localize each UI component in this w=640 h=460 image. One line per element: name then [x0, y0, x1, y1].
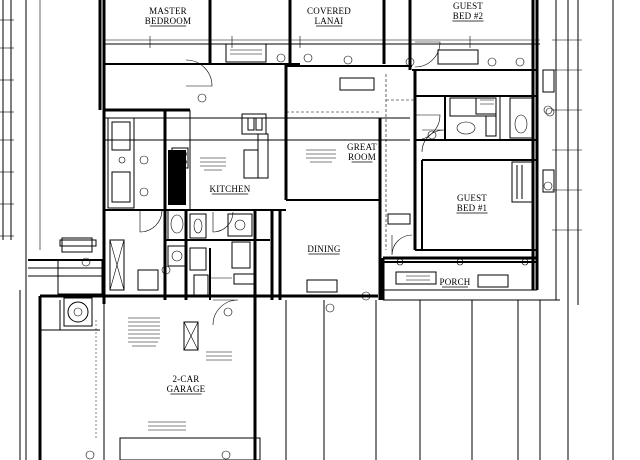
room-label-great-line-1: GREAT [347, 142, 377, 152]
lanai-columns [225, 43, 525, 91]
room-label-master-line-2: BEDROOM [145, 16, 191, 26]
room-label-bed1-line-1: GUEST [457, 193, 487, 203]
fixture-markers [81, 93, 555, 460]
right-dimension-lines [542, 0, 614, 460]
room-label-kitchen-line-1: KITCHEN [210, 184, 251, 194]
site-lines [285, 300, 541, 460]
room-label-lanai-line-2: LANAI [315, 16, 344, 26]
room-label-lanai-line-1: COVERED [307, 6, 351, 16]
water-heater [63, 297, 261, 460]
note-boxes [59, 213, 509, 293]
room-label-garage-line-1: 2-CAR [172, 374, 199, 384]
walls [28, 0, 560, 460]
left-dimension-strip [0, 0, 41, 460]
room-label-bed2-line-1: GUEST [453, 1, 483, 11]
kitchen-fixtures [107, 113, 269, 209]
room-label-dining-line-1: DINING [307, 244, 340, 254]
room-label-bed2-line-2: BED #2 [453, 11, 483, 21]
room-label-great-line-2: ROOM [348, 152, 376, 162]
room-label-bed1-line-2: BED #1 [457, 203, 487, 213]
bath-fixtures [109, 97, 533, 296]
room-label-porch-line-1: PORCH [439, 277, 470, 287]
room-label-garage-line-2: GARAGE [167, 384, 206, 394]
room-label-master-line-1: MASTER [149, 6, 187, 16]
small-annotations [95, 99, 494, 440]
